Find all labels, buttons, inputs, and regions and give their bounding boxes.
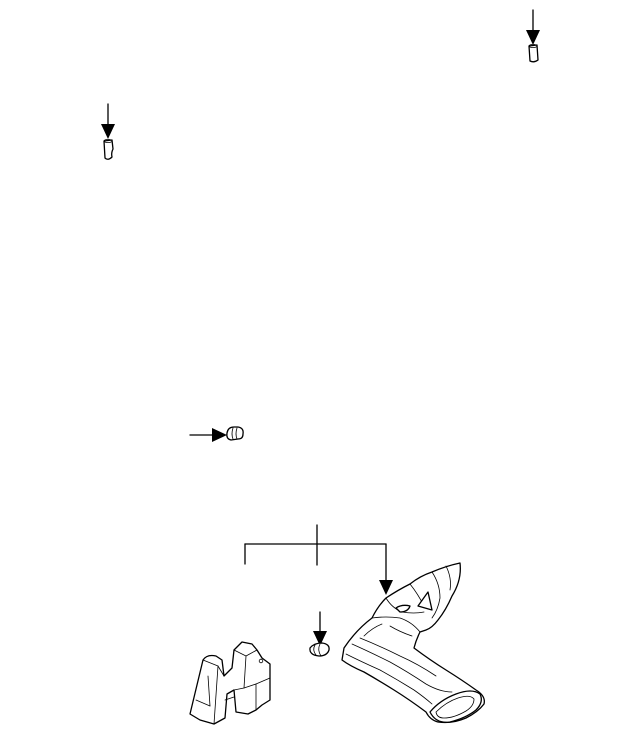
pin-clip-icon [103,138,114,160]
arrow-head [379,580,393,595]
push-clip-icon [309,642,330,657]
arrow-head [101,124,115,139]
arrow-head [212,428,227,442]
duct-icon [341,562,485,724]
clip-bottom [309,611,330,657]
clip-middle [189,426,244,442]
pin-clip-icon [528,44,539,63]
clip-top-right [526,9,540,63]
bracket-icon [189,641,271,725]
push-clip-icon [226,426,244,441]
bracket [189,641,271,725]
clip-top-left [101,103,115,160]
air-duct [341,562,485,724]
callout-bracket [244,524,393,595]
arrow-head [313,631,327,646]
arrow-head [526,30,540,45]
